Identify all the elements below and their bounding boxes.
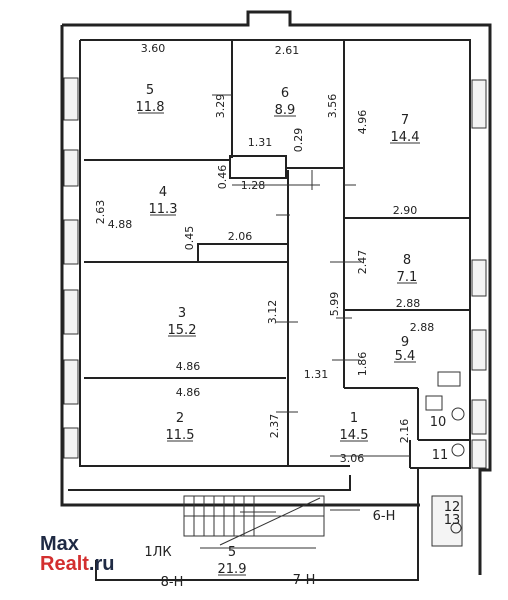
dimension-label: 2.16 [398, 419, 411, 444]
room-number: 11 [432, 448, 449, 463]
riser-label-7: 7-Н [293, 573, 316, 588]
dimension-label: 3.06 [340, 452, 365, 465]
dimension-label: 2.61 [275, 44, 300, 57]
dimension-label: 2.06 [228, 230, 253, 243]
room-number: 7 [401, 113, 409, 128]
room-area: 7.1 [397, 270, 418, 285]
room-number: 8 [403, 253, 411, 268]
dimension-label: 4.86 [176, 360, 201, 373]
room-number: 4 [159, 185, 167, 200]
riser-label-8: 8-Н [161, 575, 184, 590]
dimension-label: 3.60 [141, 42, 166, 55]
riser-label-6: 6-Н [373, 509, 396, 524]
room-area: 15.2 [168, 323, 197, 338]
dimension-label: 4.88 [108, 218, 133, 231]
dimension-label: 0.46 [216, 165, 229, 190]
room-area: 11.3 [149, 202, 178, 217]
watermark-line-1: Max [40, 533, 79, 555]
fixtures [425, 371, 465, 534]
interior-walls [84, 40, 470, 468]
room-area: 14.5 [340, 428, 369, 443]
area-underlines [138, 112, 420, 576]
room-number: 10 [430, 415, 447, 430]
room-number: 12 [444, 500, 461, 515]
room-number: 9 [401, 335, 409, 350]
dimension-label: 1.86 [356, 352, 369, 377]
room-area: 5.4 [395, 349, 416, 364]
dimension-label: 3.12 [266, 300, 279, 325]
dimension-label: 2.88 [396, 297, 421, 310]
room-number: 3 [178, 306, 186, 321]
dimension-label: 5.99 [328, 292, 341, 317]
dimension-label: 4.96 [356, 110, 369, 135]
room-number: 13 [444, 513, 461, 528]
annotations: 1ЛК 6-Н 7-Н 8-Н [144, 509, 395, 590]
room-number: 1 [350, 411, 358, 426]
dimension-label: 2.90 [393, 204, 418, 217]
dimension-label: 0.29 [292, 128, 305, 153]
room-area: 21.9 [218, 562, 247, 577]
dimensions: 3.60 2.61 3.29 3.56 4.96 1.31 0.29 0.46 … [94, 42, 434, 465]
room-number: 6 [281, 86, 289, 101]
room-number: 5 [146, 83, 154, 98]
dimension-label: 2.37 [268, 414, 281, 439]
dimension-label: 4.86 [176, 386, 201, 399]
room-labels: 5 11.8 6 8.9 7 14.4 4 11.3 8 7.1 3 15.2 … [136, 83, 461, 577]
room-number: 5 [228, 545, 236, 560]
room-area: 14.4 [391, 130, 420, 145]
dimension-label: 1.31 [248, 136, 273, 149]
watermark-line-2: Realt.ru [40, 553, 114, 575]
dimension-label: 1.31 [304, 368, 329, 381]
room-area: 11.5 [166, 428, 195, 443]
dimension-ticks [212, 94, 410, 457]
room-area: 11.8 [136, 100, 165, 115]
dimension-label: 2.88 [410, 321, 435, 334]
dimension-label: 2.63 [94, 200, 107, 225]
dimension-label: 0.45 [183, 226, 196, 251]
stair-label: 1ЛК [144, 545, 171, 560]
room-area: 8.9 [275, 103, 296, 118]
staircase [183, 495, 360, 549]
watermark-logo: Max Realt.ru [40, 533, 114, 575]
outer-walls [60, 10, 492, 581]
windows [63, 77, 487, 547]
room-number: 2 [176, 411, 184, 426]
dimension-label: 3.56 [326, 94, 339, 119]
dimension-label: 3.29 [214, 94, 227, 119]
dimension-label: 2.47 [356, 250, 369, 275]
